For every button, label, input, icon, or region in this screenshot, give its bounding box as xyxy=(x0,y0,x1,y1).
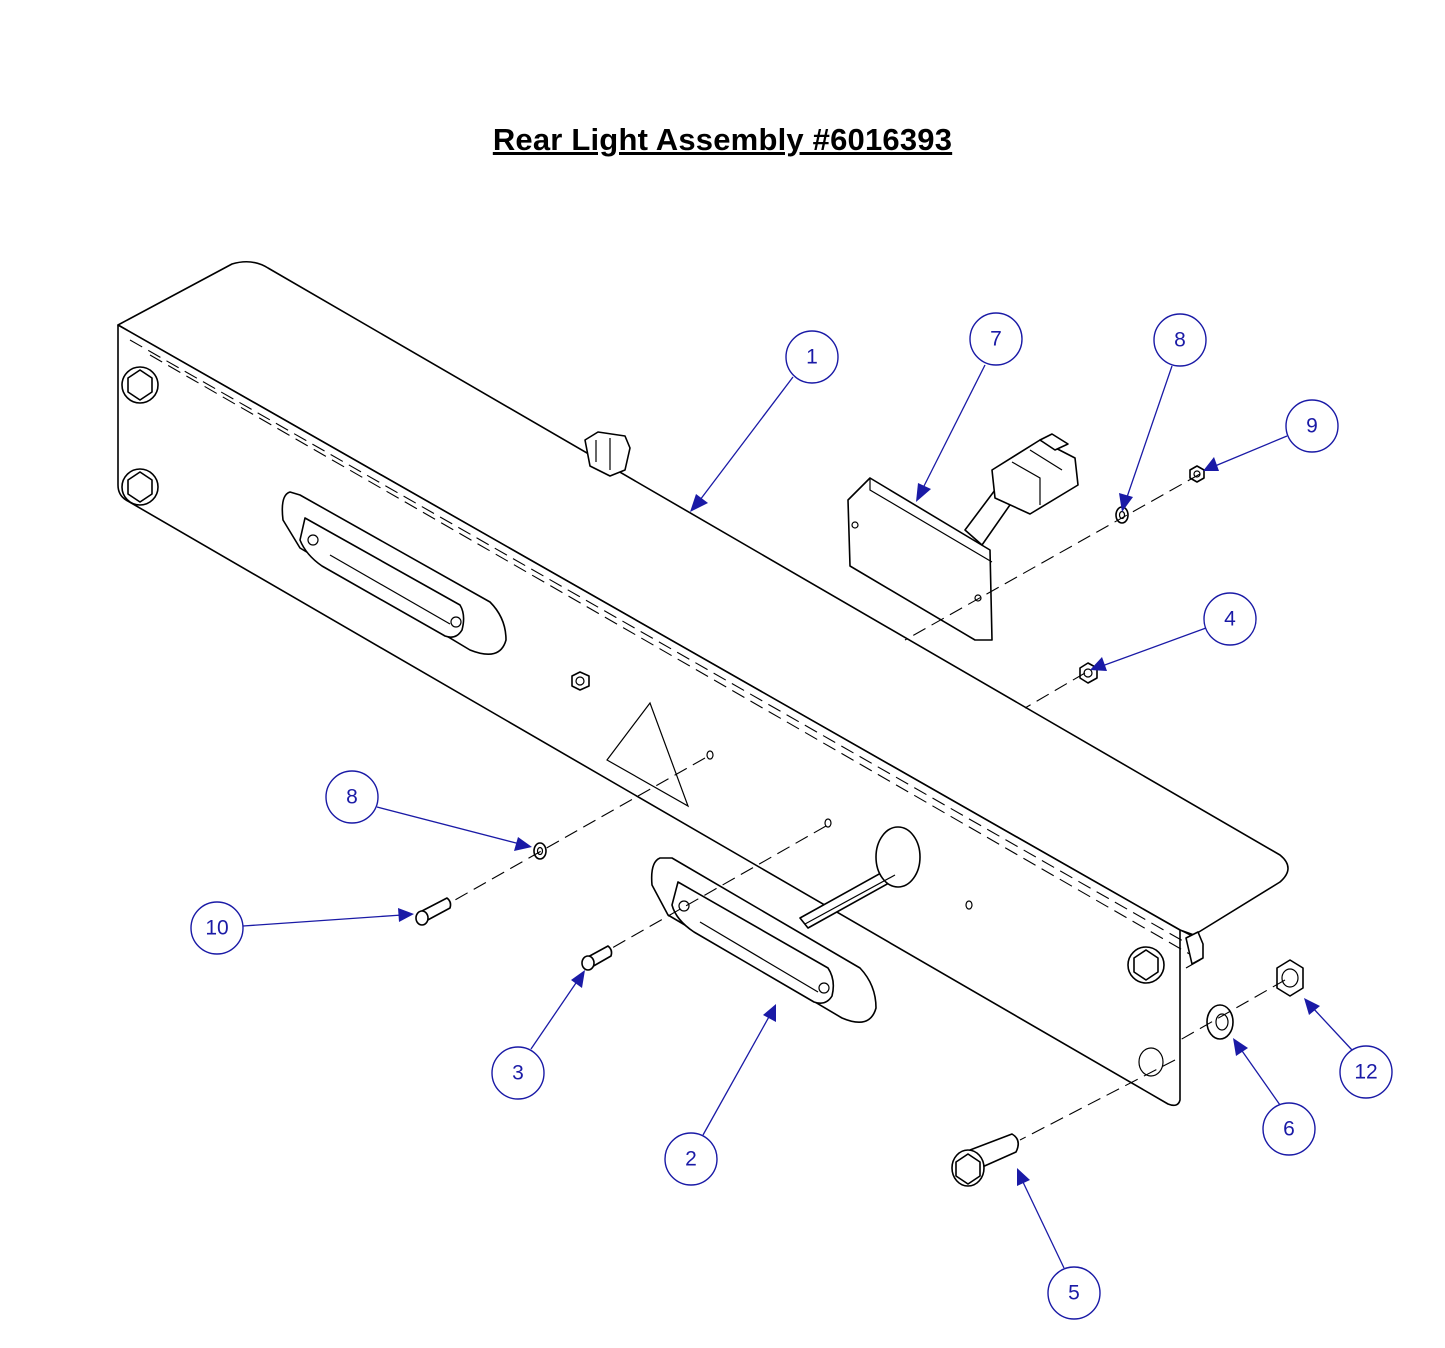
callout-12: 12 xyxy=(1339,1045,1393,1099)
callout-4-label: 4 xyxy=(1224,608,1236,631)
callout-12-label: 12 xyxy=(1354,1061,1377,1084)
nut-part-12 xyxy=(1276,959,1304,997)
plug-module xyxy=(847,433,1079,641)
callout-7-label: 7 xyxy=(990,328,1002,351)
rear-connector xyxy=(584,431,631,477)
callout-9: 9 xyxy=(1285,399,1339,453)
callout-8-upper: 8 xyxy=(1153,313,1207,367)
callout-3-label: 3 xyxy=(512,1062,524,1085)
assembly-axes xyxy=(454,473,1286,1141)
lower-marker-lamp xyxy=(650,826,921,1024)
callout-10-label: 10 xyxy=(205,917,228,940)
screw-part-3 xyxy=(581,945,613,971)
bolt-part-5 xyxy=(951,1133,1020,1187)
screw-part-10 xyxy=(415,897,452,926)
callout-leaders xyxy=(242,364,1353,1269)
callout-2-label: 2 xyxy=(685,1148,697,1171)
callout-10: 10 xyxy=(190,901,244,955)
callout-5: 5 xyxy=(1047,1266,1101,1320)
nut-part-9 xyxy=(1189,465,1205,483)
light-bar-bracket xyxy=(117,260,1289,1107)
callout-8-lower-label: 8 xyxy=(346,786,358,809)
right-end-bolt xyxy=(1127,931,1204,984)
callout-3: 3 xyxy=(491,1046,545,1100)
callout-8-upper-label: 8 xyxy=(1174,329,1186,352)
upper-marker-lamp xyxy=(281,491,507,656)
callout-7: 7 xyxy=(969,312,1023,366)
callout-4: 4 xyxy=(1203,592,1257,646)
callout-8-lower: 8 xyxy=(325,770,379,824)
callout-1-label: 1 xyxy=(806,346,818,369)
washer-part-8-lower xyxy=(533,842,547,860)
callout-6-label: 6 xyxy=(1283,1118,1295,1141)
callout-1: 1 xyxy=(785,330,839,384)
callout-9-label: 9 xyxy=(1306,415,1318,438)
callout-2: 2 xyxy=(664,1132,718,1186)
callout-5-label: 5 xyxy=(1068,1282,1080,1305)
callout-balloons: 1 7 8 9 4 8 10 3 xyxy=(190,312,1393,1320)
left-end-bolts xyxy=(121,366,159,506)
diagram-title: Rear Light Assembly #6016393 xyxy=(492,122,953,157)
callout-6: 6 xyxy=(1262,1102,1316,1156)
